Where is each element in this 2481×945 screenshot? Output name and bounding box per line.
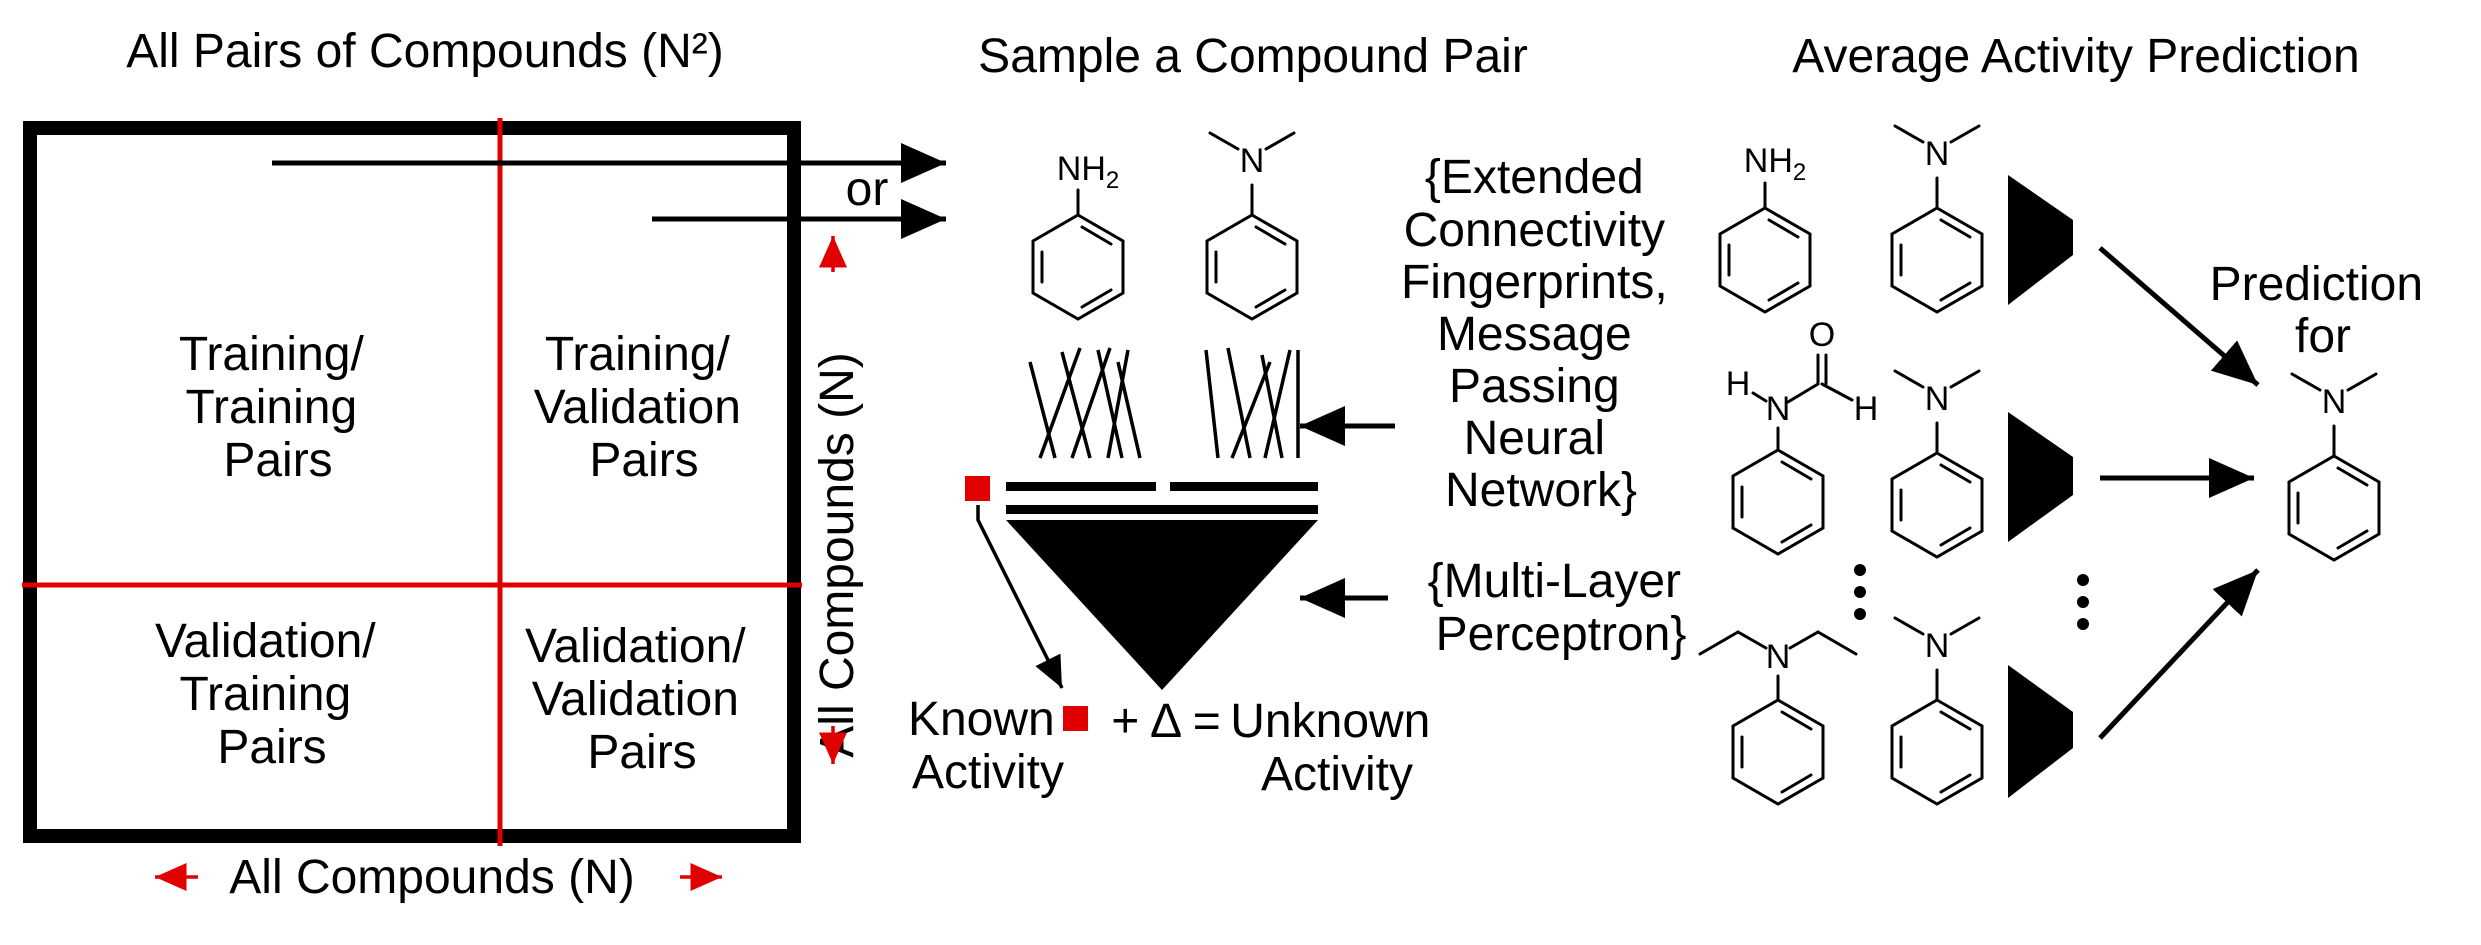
predictor-triangle-1 xyxy=(2008,175,2073,305)
embedding-bar-concat xyxy=(1006,505,1318,514)
svg-text:N: N xyxy=(1766,638,1791,676)
svg-text:N: N xyxy=(2322,383,2347,421)
target-molecule: N xyxy=(2287,372,2381,562)
known-activity-label: Known Activity xyxy=(908,693,1068,799)
predictor-triangle-2 xyxy=(2008,412,2073,542)
prediction-label: Prediction for xyxy=(2210,258,2437,363)
quadrant-validation-validation: Validation/ Validation Pairs xyxy=(525,620,759,779)
dimethylaniline-molecule: N xyxy=(1205,131,1299,321)
known-activity-marker-small xyxy=(1063,706,1088,731)
pair-row-1: NH2 N xyxy=(1718,124,2073,314)
plus-delta-equals: + Δ = xyxy=(1111,695,1221,748)
svg-text:NH2: NH2 xyxy=(1057,150,1119,194)
quadrant-validation-training: Validation/ Training Pairs xyxy=(155,615,389,774)
embedding-bar-left xyxy=(1006,482,1156,491)
aggregate-arrow-3 xyxy=(2098,568,2260,740)
or-label: or xyxy=(846,163,889,216)
svg-text:H: H xyxy=(1854,390,1879,428)
quadrant-training-training: Training/ Training Pairs xyxy=(179,328,377,487)
svg-text:N: N xyxy=(1766,390,1791,428)
svg-text:H: H xyxy=(1726,365,1751,403)
panel-title-average: Average Activity Prediction xyxy=(1792,30,2359,83)
pair-matrix-panel: All Pairs of Compounds (N²) Training/ Tr… xyxy=(22,25,946,904)
panel-title-sample: Sample a Compound Pair xyxy=(978,30,1528,83)
ellipsis-right xyxy=(2077,574,2089,630)
quadrant-training-validation: Training/ Validation Pairs xyxy=(534,328,755,487)
svg-text:N: N xyxy=(1925,627,1950,665)
encoder-lines-right xyxy=(1204,347,1300,459)
ellipsis-left xyxy=(1854,564,1866,620)
encoder-label: {Extended Connectivity Fingerprints, Mes… xyxy=(1401,151,1681,517)
svg-text:N: N xyxy=(1240,142,1265,180)
siamese-network-panel: Sample a Compound Pair NH2 N xyxy=(908,30,1695,801)
svg-text:NH2: NH2 xyxy=(1744,142,1806,186)
pair-row-3: N N xyxy=(1698,616,2073,806)
known-activity-marker xyxy=(965,476,990,501)
svg-text:N: N xyxy=(1925,380,1950,418)
averaging-panel: Average Activity Prediction NH2 N H N O … xyxy=(1698,30,2437,806)
known-activity-arrow xyxy=(976,505,1064,689)
panel-title-pairs: All Pairs of Compounds (N²) xyxy=(126,25,724,78)
embedding-bar-right xyxy=(1170,482,1318,491)
pair-row-2: H N O H N xyxy=(1726,316,2073,559)
svg-text:N: N xyxy=(1925,135,1950,173)
encoder-lines-left xyxy=(1028,347,1142,459)
mlp-funnel xyxy=(1006,520,1318,690)
aniline-molecule: NH2 xyxy=(1031,150,1125,321)
pair-matrix-frame xyxy=(23,121,801,843)
svg-text:O: O xyxy=(1809,316,1835,354)
mlp-label: {Multi-Layer Perceptron} xyxy=(1428,555,1695,661)
axis-label-bottom: All Compounds (N) xyxy=(229,851,634,904)
axis-label-right: All Compounds (N) xyxy=(811,352,864,757)
unknown-activity-label: Unknown Activity xyxy=(1230,695,1443,801)
predictor-triangle-3 xyxy=(2008,665,2073,798)
aggregate-arrow-1 xyxy=(2098,246,2260,387)
